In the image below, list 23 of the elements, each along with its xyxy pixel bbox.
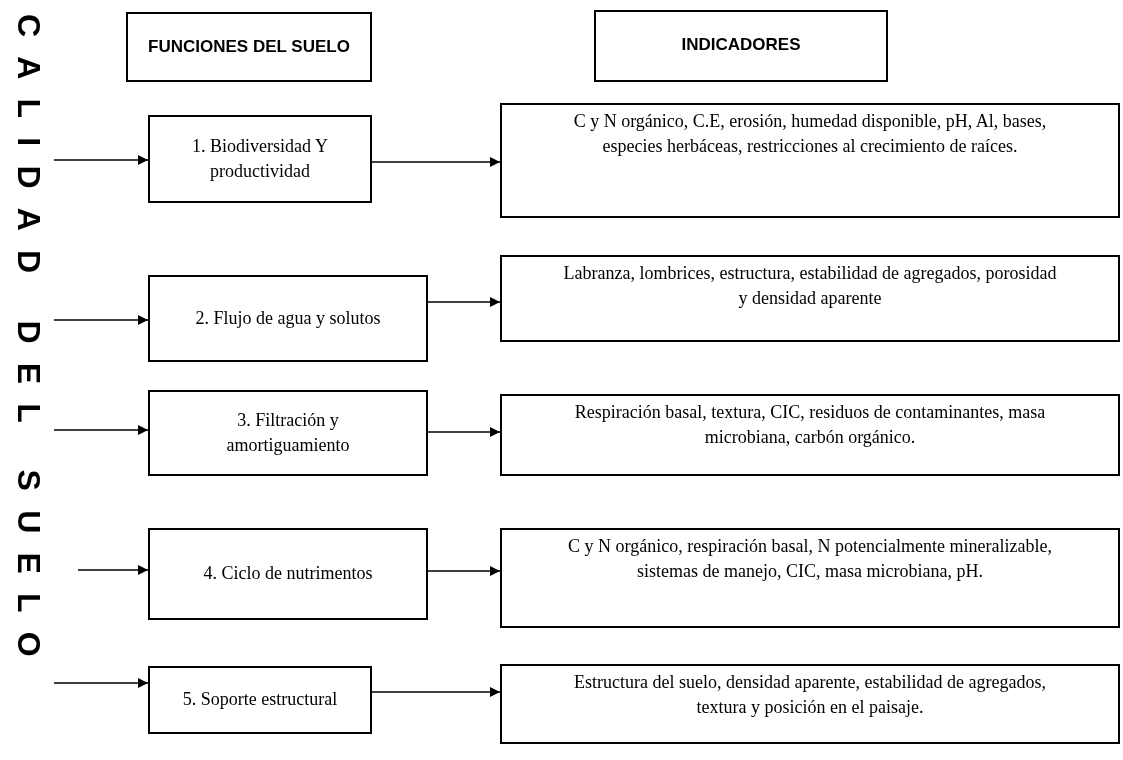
arrow: [53, 425, 149, 435]
function-box: 2. Flujo de agua y solutos: [148, 275, 428, 362]
arrow: [53, 678, 149, 688]
arrow: [53, 155, 149, 165]
function-box: 4. Ciclo de nutrimentos: [148, 528, 428, 620]
function-box: 1. Biodiversidad Y productividad: [148, 115, 372, 203]
indicator-box: Labranza, lombrices, estructura, estabilidad de agregados, porosidad y densidad aparente: [500, 255, 1120, 342]
function-box: 5. Soporte estructural: [148, 666, 372, 734]
indicator-box: C y N orgánico, respiración basal, N potencialmente mineralizable, sistemas de manejo, CIC, masa microbiana, pH.: [500, 528, 1120, 628]
arrow: [427, 566, 501, 576]
vertical-title: CALIDAD DEL SUELO: [4, 14, 54, 704]
arrow: [77, 565, 149, 575]
function-box: 3. Filtración y amortiguamiento: [148, 390, 428, 476]
indicator-box: Respiración basal, textura, CIC, residuos de contaminantes, masa microbiana, carbón orgánico.: [500, 394, 1120, 476]
arrow: [427, 297, 501, 307]
arrow: [371, 157, 501, 167]
indicator-box: Estructura del suelo, densidad aparente, estabilidad de agregados, textura y posición en el paisaje.: [500, 664, 1120, 744]
indicator-box: C y N orgánico, C.E, erosión, humedad disponible, pH, Al, bases, especies herbáceas, restricciones al crecimiento de raíces.: [500, 103, 1120, 218]
arrow: [53, 315, 149, 325]
arrow: [427, 427, 501, 437]
arrow: [371, 687, 501, 697]
column-header-box: INDICADORES: [594, 10, 888, 82]
column-header-box: FUNCIONES DEL SUELO: [126, 12, 372, 82]
